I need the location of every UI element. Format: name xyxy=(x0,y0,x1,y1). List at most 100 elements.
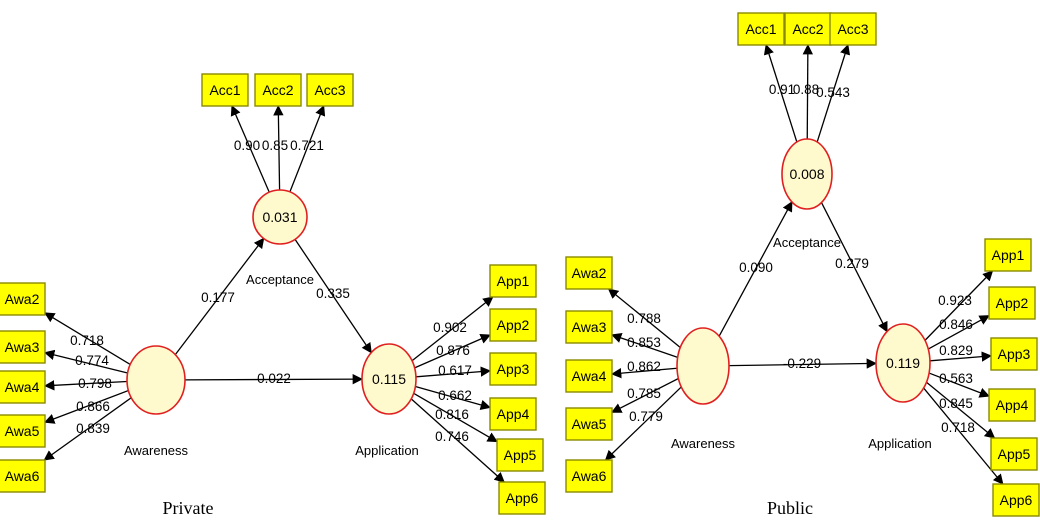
r-squared-value: 0.031 xyxy=(262,209,297,225)
indicator-awa5: Awa5 xyxy=(565,407,613,441)
latent-name-label: Awareness xyxy=(124,443,189,458)
indicator-label: Acc3 xyxy=(837,21,868,37)
indicator-label: App3 xyxy=(998,346,1031,362)
loading-arrow-awa3 xyxy=(43,349,128,374)
indicator-label: Acc3 xyxy=(314,82,345,98)
indicator-acc3: Acc3 xyxy=(306,73,354,107)
path-coefficient-label: 0.022 xyxy=(257,371,291,386)
loading-value-label: 0.788 xyxy=(627,311,661,326)
indicator-label: Awa2 xyxy=(572,265,607,281)
loading-value-label: 0.718 xyxy=(70,333,104,348)
panel-caption: Private xyxy=(163,498,214,518)
loading-value-label: 0.88 xyxy=(793,82,819,97)
indicator-label: Awa5 xyxy=(572,416,607,432)
indicator-label: App4 xyxy=(996,397,1029,413)
loading-value-label: 0.779 xyxy=(629,409,663,424)
indicator-app3: App3 xyxy=(990,337,1038,371)
indicator-app4: App4 xyxy=(489,397,537,431)
path-arrow-awa-app xyxy=(184,373,364,385)
latent-name-label: Application xyxy=(355,443,419,458)
indicator-label: Awa3 xyxy=(5,339,40,355)
loading-arrow-awa2 xyxy=(44,312,131,365)
loading-value-label: 0.90 xyxy=(234,138,260,153)
loading-arrow-app4 xyxy=(415,385,492,410)
loading-value-label: 0.876 xyxy=(436,343,470,358)
indicator-acc2: Acc2 xyxy=(254,73,302,107)
latent-application: 0.119 xyxy=(875,323,931,403)
loading-arrow-app2 xyxy=(414,333,491,369)
indicator-awa3: Awa3 xyxy=(565,310,613,344)
indicator-app6: App6 xyxy=(498,481,546,515)
latent-application: 0.115 xyxy=(361,343,417,415)
loading-arrow-app1 xyxy=(411,296,494,362)
path-arrow-awa-acc xyxy=(174,237,265,356)
edges-group xyxy=(604,43,1004,485)
loading-arrow-app1 xyxy=(924,270,994,341)
indicator-label: App5 xyxy=(998,446,1031,462)
indicator-label: App1 xyxy=(497,273,530,289)
indicator-app1: App1 xyxy=(489,264,537,298)
indicator-app4: App4 xyxy=(988,388,1036,422)
loading-value-label: 0.923 xyxy=(938,293,972,308)
loading-value-label: 0.902 xyxy=(433,320,467,335)
indicator-label: Awa2 xyxy=(5,291,40,307)
path-arrow-awa-app xyxy=(728,358,878,369)
indicator-awa6: Awa6 xyxy=(565,459,613,493)
loading-value-label: 0.845 xyxy=(939,396,973,411)
loading-arrow-acc2 xyxy=(802,43,814,140)
panel-caption: Public xyxy=(767,498,813,518)
path-arrow-awa-acc xyxy=(718,200,793,337)
path-coefficient-label: 0.090 xyxy=(739,260,773,275)
indicator-label: Awa4 xyxy=(572,368,607,384)
loading-arrow-acc2 xyxy=(273,104,284,191)
loading-value-label: 0.85 xyxy=(262,138,288,153)
indicator-app2: App2 xyxy=(988,286,1036,320)
latent-awareness xyxy=(126,345,186,415)
path-coefficient-label: 0.279 xyxy=(835,256,869,271)
indicator-acc1: Acc1 xyxy=(737,12,785,46)
loading-arrow-acc1 xyxy=(230,105,270,193)
indicator-label: Awa6 xyxy=(572,468,607,484)
loading-arrow-awa6 xyxy=(604,386,682,461)
loading-arrow-awa2 xyxy=(607,288,681,348)
loading-arrow-awa4 xyxy=(610,367,678,379)
loading-arrow-app2 xyxy=(927,315,990,350)
loading-arrow-awa3 xyxy=(611,332,678,358)
loading-value-label: 0.846 xyxy=(939,317,973,332)
path-coefficient-label: -0.229 xyxy=(783,356,821,371)
indicator-label: Awa5 xyxy=(5,423,40,439)
indicator-label: Awa3 xyxy=(572,319,607,335)
r-squared-value: 0.008 xyxy=(789,166,824,182)
indicator-app6: App6 xyxy=(992,483,1040,517)
indicator-awa2: Awa2 xyxy=(565,256,613,290)
indicator-acc2: Acc2 xyxy=(784,12,832,46)
indicator-label: Awa6 xyxy=(5,468,40,484)
loading-value-label: 0.798 xyxy=(78,376,112,391)
loading-value-label: 0.866 xyxy=(76,399,110,414)
loading-value-label: 0.862 xyxy=(627,359,661,374)
indicator-label: Awa4 xyxy=(5,379,40,395)
indicator-acc1: Acc1 xyxy=(201,73,249,107)
loading-arrow-app5 xyxy=(413,392,498,443)
indicator-app5: App5 xyxy=(496,438,544,472)
loading-value-label: 0.563 xyxy=(939,371,973,386)
loading-value-label: 0.617 xyxy=(438,363,472,378)
indicator-label: App3 xyxy=(497,361,530,377)
loading-value-label: 0.785 xyxy=(627,386,661,401)
indicator-label: Acc1 xyxy=(209,82,240,98)
indicator-app1: App1 xyxy=(984,238,1032,272)
indicator-app3: App3 xyxy=(489,352,537,386)
loading-value-label: 0.746 xyxy=(435,429,469,444)
latent-name-label: Acceptance xyxy=(773,235,841,250)
indicator-label: App6 xyxy=(506,490,539,506)
indicator-app2: App2 xyxy=(489,308,537,342)
loading-arrow-awa5 xyxy=(611,377,679,413)
path-arrow-acc-app xyxy=(294,239,372,354)
loading-value-label: 0.662 xyxy=(438,388,472,403)
loading-arrow-app6 xyxy=(923,387,1004,485)
indicator-label: App4 xyxy=(497,406,530,422)
loading-arrow-app3 xyxy=(929,351,993,362)
